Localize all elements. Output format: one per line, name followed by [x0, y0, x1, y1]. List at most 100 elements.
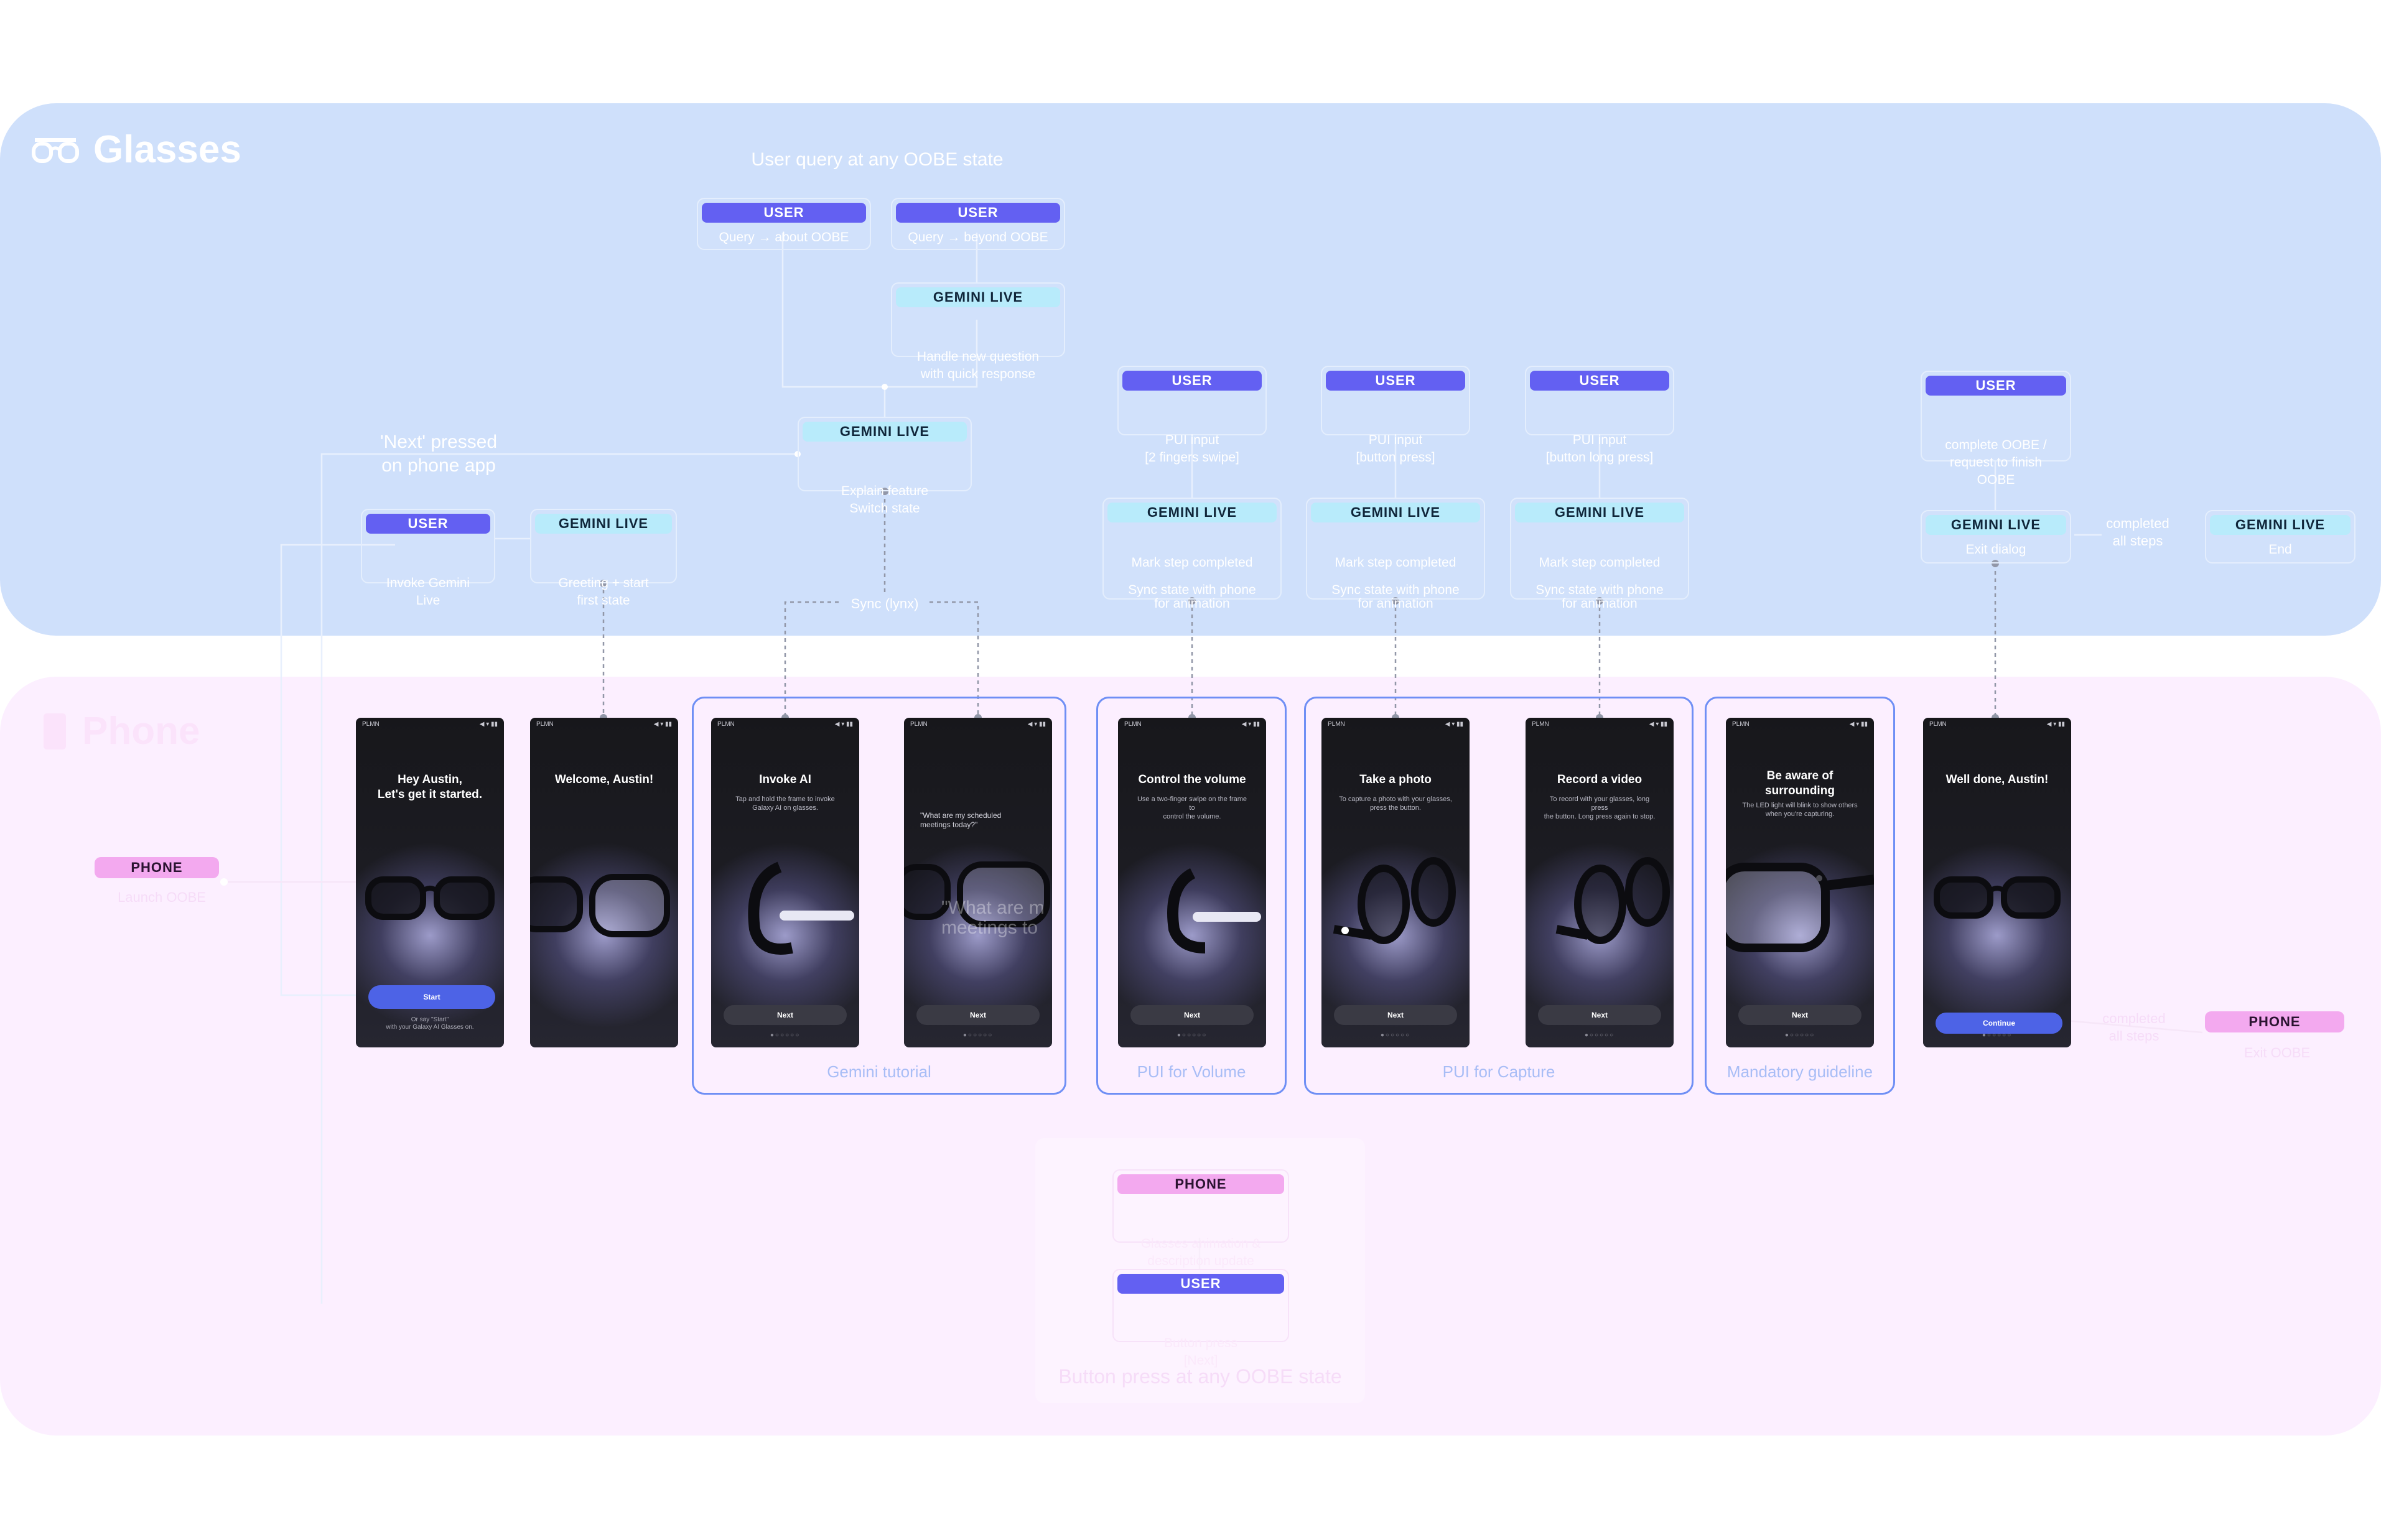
glasses-illustration: [530, 874, 670, 937]
next-button[interactable]: Next: [724, 1005, 847, 1025]
screen-description: To record with your glasses, long press …: [1544, 796, 1656, 820]
status-icons: ◀ ▾ ▮▮: [834, 721, 853, 728]
node-user-complete: USER complete OOBE / request to finish O…: [1921, 371, 2071, 487]
screen-title: Well done, Austin!: [1945, 773, 2049, 786]
node-text: Explain feature Switch state: [841, 484, 929, 516]
next-button[interactable]: Next: [916, 1005, 1040, 1025]
user-tag: USER: [1122, 371, 1262, 391]
status-carrier: PLMN: [1124, 721, 1142, 728]
status-icons: ◀ ▾ ▮▮: [653, 721, 672, 728]
screen-take-photo: PLMN ◀ ▾ ▮▮ Take a photo To capture a ph…: [1321, 718, 1470, 1047]
group-pui-volume: PUI for Volume: [1096, 697, 1287, 1095]
glasses-lane-label: Glasses: [93, 128, 241, 171]
glow-backdrop: [1923, 842, 2071, 1029]
screen-title: Control the volume: [1138, 773, 1246, 786]
next-button[interactable]: Next: [1738, 1005, 1861, 1025]
node-user-query-beyond: USER Query → beyond OOBE: [891, 198, 1065, 250]
user-tag: USER: [1326, 371, 1465, 391]
status-carrier: PLMN: [362, 721, 380, 728]
status-icons: ◀ ▾ ▮▮: [2046, 721, 2065, 728]
status-icons: ◀ ▾ ▮▮: [1027, 721, 1046, 728]
next-button[interactable]: Next: [1334, 1005, 1457, 1025]
screen-be-aware: PLMN ◀ ▾ ▮▮ Be aware of surrounding The …: [1726, 718, 1874, 1047]
node-text: Button press [Next]: [1164, 1336, 1237, 1368]
phone-lane-title: Phone: [41, 709, 200, 753]
status-icons: ◀ ▾ ▮▮: [1649, 721, 1667, 728]
label-completed-all-steps-phone: completed all steps: [2102, 1011, 2166, 1044]
screen-description: Tap and hold the frame to invoke Galaxy …: [735, 796, 835, 812]
label-next-pressed: 'Next' pressed on phone app: [380, 432, 498, 476]
status-carrier: PLMN: [1532, 721, 1549, 728]
phone-start-pill: PHONE: [95, 857, 219, 878]
glasses-illustration: [1555, 857, 1670, 944]
node-gemini-greeting: GEMINI LIVE Greeting + start first state: [530, 509, 677, 608]
gemini-live-tag: GEMINI LIVE: [535, 514, 672, 534]
continue-button[interactable]: Continue: [1936, 1013, 2062, 1034]
node-text: PUI input [button long press]: [1545, 433, 1654, 465]
node-text: Mark step completed Sync state with phon…: [1331, 555, 1460, 611]
glasses-side-illustration: [1167, 868, 1261, 953]
page-indicator: ●○○○○○: [1584, 1032, 1615, 1039]
node-gemini-mark-video: GEMINI LIVE Mark step completed Sync sta…: [1510, 498, 1689, 611]
sync-explain: [784, 491, 886, 718]
node-gemini-exit: GEMINI LIVE Exit dialog: [1921, 510, 2071, 564]
next-button[interactable]: Next: [1130, 1005, 1254, 1025]
next-button[interactable]: Next: [1538, 1005, 1661, 1025]
node-text: PUI input [2 fingers swipe]: [1145, 433, 1239, 465]
node-text: PUI input [button press]: [1356, 433, 1435, 465]
user-tag: USER: [896, 203, 1060, 223]
screen-invoke-ai: PLMN ◀ ▾ ▮▮ Invoke AI Tap and hold the f…: [711, 718, 859, 1047]
label-exit-oobe: Exit OOBE: [2244, 1045, 2311, 1060]
screen-title: Invoke AI: [759, 773, 811, 786]
connector-query-about: [781, 233, 886, 417]
status-icons: ◀ ▾ ▮▮: [1849, 721, 1868, 728]
status-icons: ◀ ▾ ▮▮: [479, 721, 498, 728]
label-completed-all-steps: completed all steps: [2106, 516, 2169, 549]
glasses-lane: [0, 103, 2381, 636]
screen-title: Hey Austin, Let's get it started.: [377, 773, 483, 801]
group-label: Mandatory guideline: [1726, 1062, 1873, 1081]
screen-welcome: PLMN ◀ ▾ ▮▮ Welcome, Austin!: [530, 718, 678, 1047]
node-gemini-handle-new: GEMINI LIVE Handle new question with qui…: [891, 282, 1065, 381]
connector-continue: [2059, 1019, 2203, 1034]
label-sync: Sync (lynx): [840, 592, 930, 616]
gemini-live-tag: GEMINI LIVE: [1311, 503, 1480, 522]
node-user-button-next: USER Button press [Next]: [1112, 1269, 1289, 1368]
start-button[interactable]: Start: [368, 985, 495, 1009]
user-tag: USER: [1117, 1274, 1284, 1294]
group-gemini-tutorial: Gemini tutorial: [692, 697, 1066, 1095]
gemini-live-tag: GEMINI LIVE: [896, 287, 1060, 307]
gemini-live-tag: GEMINI LIVE: [1107, 503, 1277, 522]
page-indicator: ●○○○○○: [1784, 1032, 1815, 1039]
node-text: Query → about OOBE: [719, 230, 849, 244]
screen-title: Take a photo: [1359, 773, 1432, 786]
glasses-illustration: [904, 861, 1050, 927]
node-text: Invoke Gemini Live: [386, 576, 470, 608]
button-press-panel: PHONE Glasses animation & description up…: [1035, 1138, 1365, 1403]
screen-hey-austin: PLMN ◀ ▾ ▮▮ Hey Austin, Let's get it sta…: [356, 718, 504, 1047]
node-gemini-explain: GEMINI LIVE Explain feature Switch state: [798, 417, 972, 516]
screen-control-volume: PLMN ◀ ▾ ▮▮ Control the volume Use a two…: [1118, 718, 1266, 1047]
status-carrier: PLMN: [536, 721, 554, 728]
voice-hint: Or say "Start" with your Galaxy AI Glass…: [386, 1016, 474, 1031]
node-user-pui-swipe: USER PUI input [2 fingers swipe]: [1117, 366, 1267, 465]
connector-handle-explain: [885, 320, 978, 388]
screen-description: The LED light will blink to show others …: [1742, 802, 1858, 818]
node-gemini-mark-photo: GEMINI LIVE Mark step completed Sync sta…: [1306, 498, 1485, 611]
label-button-press-any-state: Button press at any OOBE state: [1058, 1365, 1342, 1388]
gemini-live-tag: GEMINI LIVE: [803, 422, 967, 442]
phone-icon: [44, 713, 66, 749]
node-text: Query → beyond OOBE: [908, 230, 1048, 244]
user-tag: USER: [366, 514, 490, 534]
status-icons: ◀ ▾ ▮▮: [1241, 721, 1260, 728]
node-user-pui-press: USER PUI input [button press]: [1321, 366, 1470, 465]
query-quote: "What are my scheduled meetings today?": [920, 811, 1002, 829]
group-label: Gemini tutorial: [827, 1062, 931, 1081]
node-text: Greeting + start first state: [558, 576, 649, 608]
status-carrier: PLMN: [1732, 721, 1750, 728]
group-mandatory-guideline: Mandatory guideline: [1705, 697, 1895, 1095]
screen-description: Use a two-finger swipe on the frame to c…: [1137, 796, 1247, 820]
phone-end-pill: PHONE: [2205, 1011, 2344, 1032]
page-indicator: ●○○○○○: [1380, 1032, 1411, 1039]
